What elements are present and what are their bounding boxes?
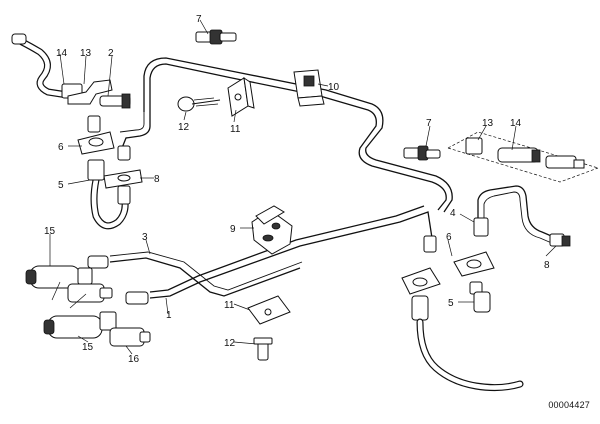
callout-13-right: 13 (482, 118, 494, 129)
hose-left (77, 115, 143, 230)
callout-14-right: 14 (510, 118, 522, 129)
callout-12-lower: 12 (224, 338, 236, 349)
callout-10: 10 (328, 82, 340, 93)
callout-6-right: 6 (446, 232, 452, 243)
fitting-right-top (403, 131, 599, 183)
callout-5-right: 5 (448, 298, 454, 309)
callout-9: 9 (230, 224, 236, 235)
callout-8-upper: 8 (154, 174, 160, 185)
callout-16: 16 (128, 354, 140, 365)
brake-pipe-main (109, 57, 557, 299)
callout-11-upper: 11 (230, 124, 241, 135)
clip-10 (293, 69, 325, 107)
callout-4: 4 (450, 208, 456, 219)
leader-lines (49, 19, 557, 355)
hose-right (401, 235, 524, 392)
fitting-upper (99, 93, 221, 112)
bracket-upper (227, 76, 255, 117)
callout-15-lower: 15 (82, 342, 94, 353)
callout-1: 1 (166, 310, 172, 321)
callout-14-left: 14 (56, 48, 68, 59)
callout-13-left: 13 (80, 48, 92, 59)
hose-top-left (11, 33, 113, 105)
bracket-lower (247, 295, 291, 361)
callout-11-lower: 11 (224, 300, 235, 311)
diagram-part-number: 00004427 (548, 400, 590, 410)
callout-15-upper: 15 (44, 226, 56, 237)
callout-3: 3 (142, 232, 148, 243)
fitting-right-4-8 (473, 217, 571, 247)
callout-12-upper: 12 (178, 122, 190, 133)
sensors-left (25, 255, 151, 347)
callouts: 7 14 13 2 6 8 5 10 12 11 7 13 14 4 8 6 5… (44, 14, 550, 365)
callout-5-left: 5 (58, 180, 64, 191)
callout-2: 2 (108, 48, 114, 59)
callout-7-right: 7 (426, 118, 432, 129)
callout-6-upper: 6 (58, 142, 64, 153)
bracket-center (251, 205, 293, 255)
callout-8-right: 8 (544, 260, 550, 271)
callout-7-top: 7 (196, 14, 202, 25)
valve-top (195, 29, 237, 45)
